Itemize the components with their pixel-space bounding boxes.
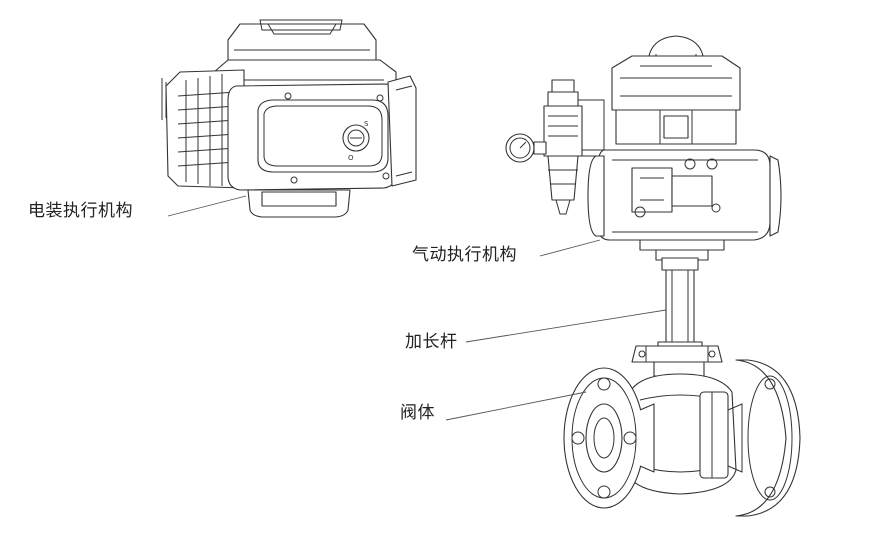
label-valve-body: 阀体 — [400, 403, 435, 423]
valve-body-drawing — [563, 345, 801, 517]
electric-actuator-drawing: S O — [161, 19, 417, 218]
leader-pneumatic-actuator — [539, 239, 601, 257]
leader-valve-body — [445, 391, 587, 421]
indicator-closed-mark: O — [348, 154, 354, 162]
leader-electric-actuator — [167, 195, 247, 217]
indicator-open-mark: S — [364, 120, 369, 128]
label-pneumatic-actuator: 气动执行机构 — [412, 245, 517, 265]
extension-rod-drawing — [657, 257, 703, 351]
label-extension-rod: 加长杆 — [405, 332, 458, 352]
pneumatic-actuator-drawing — [505, 35, 782, 269]
label-electric-actuator: 电装执行机构 — [28, 201, 133, 221]
leader-extension-rod — [465, 309, 667, 343]
